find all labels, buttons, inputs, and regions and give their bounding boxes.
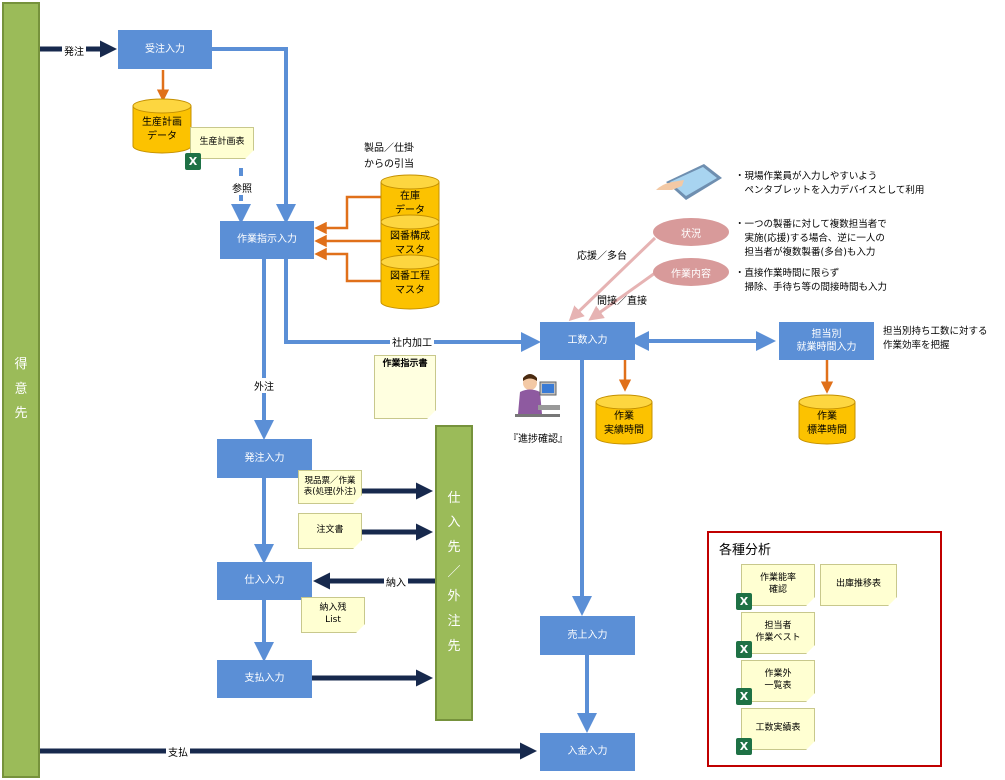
indirect-direct-label: 間接／直接 <box>597 296 647 307</box>
work-instruction-box[interactable]: 作業指示入力 <box>220 221 314 259</box>
receipt-entry-box[interactable]: 入金入力 <box>540 733 635 771</box>
vertical-char: ／ <box>447 564 461 580</box>
analysis-panel: 各種分析 作業能率 確認 X 出庫推移表 担当者 作業ベスト X 作業外 一覧表… <box>707 531 942 767</box>
vertical-char: 先 <box>14 406 28 422</box>
support-multi-label: 応援／多台 <box>577 251 627 262</box>
work-instruction-sheet-label: 作業指示書 <box>382 359 428 369</box>
payment-label: 支払 <box>166 744 190 759</box>
progress-check-label: 『進捗確認』 <box>508 434 568 445</box>
analysis-item-worker-best[interactable]: 担当者 作業ベスト <box>741 612 815 654</box>
db-work-standard-label: 作業 標準時間 <box>807 411 847 436</box>
analysis-item-shipment-trend[interactable]: 出庫推移表 <box>820 564 897 606</box>
in-house-label: 社内加工 <box>390 334 434 349</box>
order-entry-box[interactable]: 受注入力 <box>118 30 212 69</box>
db-work-actual <box>595 394 653 445</box>
purchase-order-box[interactable]: 発注入力 <box>217 439 312 478</box>
status-bubble: 状況 <box>653 218 729 246</box>
person-hours-entry-box[interactable]: 担当別 就業時間入力 <box>779 322 874 360</box>
vertical-char: 意 <box>14 381 28 397</box>
pen-tablet-icon <box>656 164 722 200</box>
analysis-item-man-hour-actual[interactable]: 工数実績表 <box>741 708 815 750</box>
db-production-plan <box>132 98 192 154</box>
note-pen-tablet: ・現場作業員が入力しやすいよう ペンタブレットを入力デバイスとして利用 <box>735 171 925 196</box>
db-drawing-structure-label: 図番構成 マスタ <box>390 231 430 256</box>
operator-at-computer-icon <box>515 374 560 417</box>
vertical-char: 先 <box>447 638 461 654</box>
sales-entry-box[interactable]: 売上入力 <box>540 616 635 655</box>
excel-icon: X <box>736 688 752 705</box>
customer-bar: 得意先 <box>2 2 40 778</box>
work-instruction-sheet-doc: 作業指示書 <box>374 355 436 419</box>
db-work-actual-label: 作業 実績時間 <box>604 411 644 436</box>
outsource-label: 外注 <box>252 378 276 393</box>
order-sheet-doc: 注文書 <box>298 513 362 549</box>
supplier-label: 仕入先／外注先 <box>447 487 460 660</box>
note-indirect-time: ・直接作業時間に限らず 掃除、手待ち等の間接時間も入力 <box>735 268 888 293</box>
purchase-receipt-box[interactable]: 仕入入力 <box>217 562 312 600</box>
vertical-char: 仕 <box>447 490 461 506</box>
analysis-item-efficiency[interactable]: 作業能率 確認 <box>741 564 815 606</box>
product-allocation-label: 製品／仕掛 からの引当 <box>364 143 414 170</box>
work-content-bubble: 作業内容 <box>653 258 729 286</box>
db-work-standard <box>798 394 856 445</box>
customer-label: 得意先 <box>14 353 27 427</box>
vertical-char: 入 <box>447 515 461 531</box>
vertical-char: 外 <box>447 589 461 605</box>
delivery-label: 納入 <box>384 574 408 589</box>
vertical-char: 得 <box>14 356 28 372</box>
vertical-char: 先 <box>447 539 461 555</box>
excel-icon: X <box>185 153 201 170</box>
excel-icon: X <box>736 641 752 658</box>
man-hour-entry-box[interactable]: 工数入力 <box>540 322 635 360</box>
db-inventory-label: 在庫 データ <box>395 191 425 216</box>
db-drawing-process-label: 図番工程 マスタ <box>390 271 430 296</box>
person-efficiency-note: 担当別持ち工数に対する 作業効率を把握 <box>883 326 988 351</box>
delivery-remaining-doc: 納入残 List <box>301 597 365 633</box>
db-drawing-process <box>380 254 440 310</box>
reference-label: 参照 <box>230 180 254 195</box>
supplier-bar: 仕入先／外注先 <box>435 425 473 721</box>
excel-icon: X <box>736 593 752 610</box>
analysis-item-non-work-list[interactable]: 作業外 一覧表 <box>741 660 815 702</box>
payment-entry-box[interactable]: 支払入力 <box>217 660 312 698</box>
vertical-char: 注 <box>447 614 461 630</box>
current-item-ticket-doc: 現品票／作業 表(処理(外注) <box>298 470 362 504</box>
analysis-title: 各種分析 <box>719 543 772 558</box>
db-production-plan-label: 生産計画 データ <box>142 117 182 142</box>
order-label: 発注 <box>62 43 86 58</box>
excel-icon: X <box>736 738 752 755</box>
note-support-multi: ・一つの製番に対して複数担当者で 実施(応援)する場合、逆に一人の 担当者が複数… <box>735 219 887 258</box>
